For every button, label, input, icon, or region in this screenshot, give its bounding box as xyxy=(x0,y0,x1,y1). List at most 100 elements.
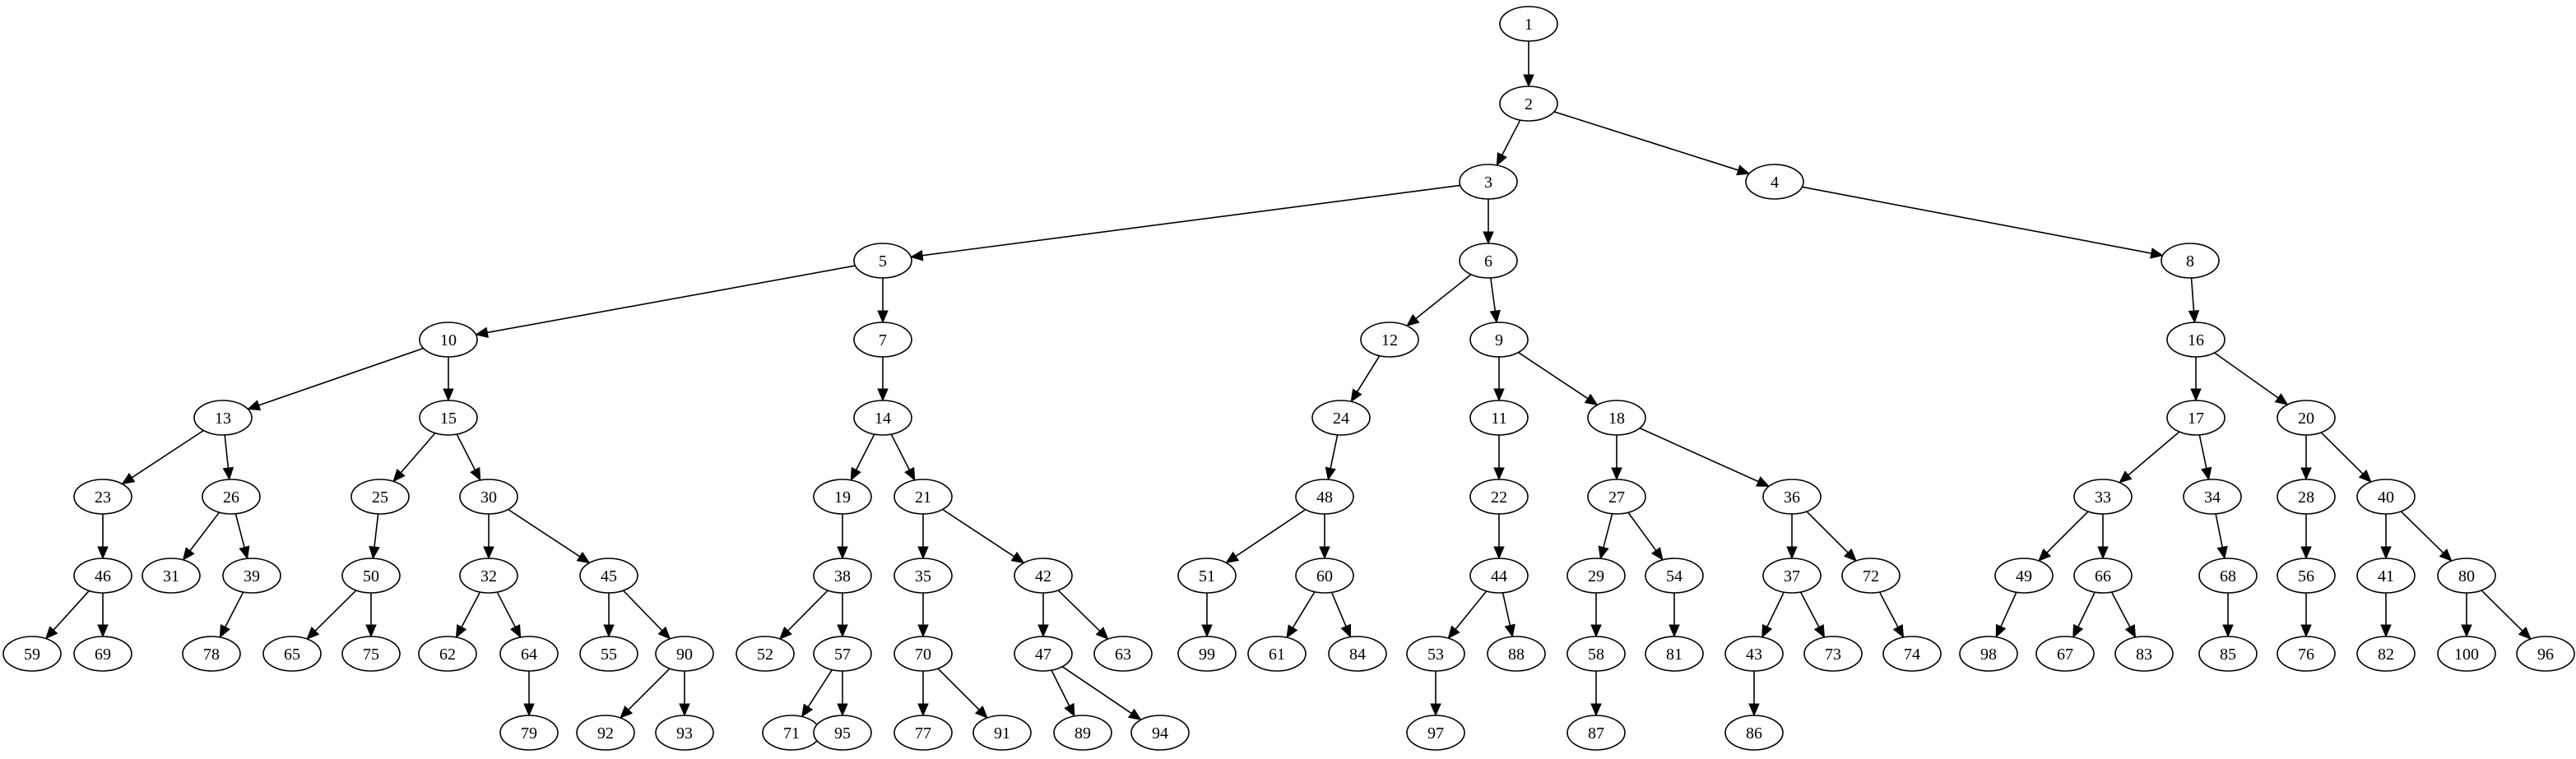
node-23: 23 xyxy=(73,479,132,515)
node-label: 30 xyxy=(480,488,497,507)
node-ellipse xyxy=(142,558,201,594)
edge-48-60 xyxy=(1319,514,1330,560)
edge-line xyxy=(1878,591,1899,627)
edge-line xyxy=(1061,666,1132,715)
edge-line xyxy=(1330,592,1347,627)
node-label: 8 xyxy=(2186,252,2194,271)
node-30: 30 xyxy=(459,479,518,515)
arrowhead xyxy=(837,546,848,560)
arrowhead xyxy=(365,624,377,638)
node-label: 14 xyxy=(875,410,891,428)
node-ellipse xyxy=(1803,636,1863,672)
edge-line xyxy=(2046,511,2089,553)
node-68: 68 xyxy=(2198,558,2258,594)
arrowhead xyxy=(247,400,262,411)
node-ellipse xyxy=(1566,636,1626,672)
node-label: 93 xyxy=(676,724,693,743)
node-70: 70 xyxy=(893,636,953,672)
node-label: 29 xyxy=(1588,567,1604,585)
node-label: 78 xyxy=(203,646,220,664)
node-label: 77 xyxy=(915,724,931,743)
edge-18-27 xyxy=(1611,435,1622,481)
edge-15-30 xyxy=(456,433,481,482)
arrowhead xyxy=(837,624,848,638)
node-38: 38 xyxy=(813,558,872,594)
arrowhead xyxy=(97,546,109,560)
edge-line xyxy=(1057,590,1101,632)
arrowhead xyxy=(44,626,58,640)
node-label: 53 xyxy=(1427,646,1444,664)
node-69: 69 xyxy=(73,636,132,672)
node-ellipse xyxy=(2356,558,2416,594)
edge-26-31 xyxy=(182,511,220,561)
arrowhead xyxy=(2216,545,2228,560)
edge-14-21 xyxy=(890,433,916,482)
node-ellipse xyxy=(1406,715,1465,751)
node-22: 22 xyxy=(1469,479,1529,515)
node-ellipse xyxy=(1328,636,1387,672)
arrowhead xyxy=(1430,703,1441,717)
node-label: 20 xyxy=(2298,410,2314,428)
edge-32-64 xyxy=(496,591,522,639)
node-81: 81 xyxy=(1645,636,1704,672)
node-label: 18 xyxy=(1608,410,1625,428)
node-100: 100 xyxy=(2437,636,2496,672)
edge-line xyxy=(937,668,980,710)
arrowhead xyxy=(1064,702,1075,718)
arrowhead xyxy=(909,249,924,261)
node-48: 48 xyxy=(1295,479,1354,515)
node-ellipse xyxy=(419,400,478,436)
arrowhead xyxy=(1650,547,1664,561)
arrowhead xyxy=(1756,476,1771,487)
edge-line xyxy=(1330,434,1339,469)
node-label: 38 xyxy=(834,567,851,585)
node-label: 65 xyxy=(284,646,300,664)
edge-36-37 xyxy=(1786,514,1798,560)
edge-15-25 xyxy=(392,433,436,483)
node-label: 55 xyxy=(601,646,617,664)
edge-12-24 xyxy=(1350,355,1381,403)
edge-20-28 xyxy=(2300,435,2312,481)
node-ellipse xyxy=(2516,636,2575,672)
node-13: 13 xyxy=(193,400,253,436)
node-ellipse xyxy=(736,636,795,672)
node-label: 89 xyxy=(1074,724,1091,743)
arrowhead xyxy=(1286,624,1298,639)
node-90: 90 xyxy=(655,636,714,672)
edge-34-68 xyxy=(2215,513,2228,560)
edge-line xyxy=(1292,591,1316,628)
edge-44-88 xyxy=(1502,592,1515,638)
node-label: 44 xyxy=(1491,567,1507,585)
edge-90-92 xyxy=(620,668,671,719)
node-27: 27 xyxy=(1587,479,1646,515)
node-61: 61 xyxy=(1247,636,1307,672)
arrowhead xyxy=(1496,151,1508,167)
node-label: 86 xyxy=(1746,724,1762,743)
arrowhead xyxy=(239,545,250,560)
edge-46-69 xyxy=(97,593,109,638)
node-label: 32 xyxy=(480,567,497,585)
node-label: 95 xyxy=(834,724,851,743)
edge-line xyxy=(1799,591,1820,627)
node-label: 62 xyxy=(439,646,456,664)
edge-line xyxy=(2000,591,2017,627)
node-ellipse xyxy=(576,715,635,751)
edge-46-59 xyxy=(44,590,90,640)
node-45: 45 xyxy=(579,558,638,594)
node-label: 73 xyxy=(1825,646,1841,664)
node-93: 93 xyxy=(655,715,714,751)
edge-37-73 xyxy=(1799,591,1826,639)
node-95: 95 xyxy=(813,715,872,751)
edge-line xyxy=(1356,355,1381,392)
edge-line xyxy=(1455,590,1488,630)
node-60: 60 xyxy=(1295,558,1354,594)
arrowhead xyxy=(801,703,814,718)
node-6: 6 xyxy=(1459,243,1518,279)
node-label: 1 xyxy=(1525,16,1533,34)
node-ellipse xyxy=(1724,715,1784,751)
node-ellipse xyxy=(1295,479,1354,515)
edges-layer xyxy=(44,41,2532,721)
node-ellipse xyxy=(419,322,478,358)
node-label: 5 xyxy=(879,252,887,271)
node-34: 34 xyxy=(2183,479,2242,515)
